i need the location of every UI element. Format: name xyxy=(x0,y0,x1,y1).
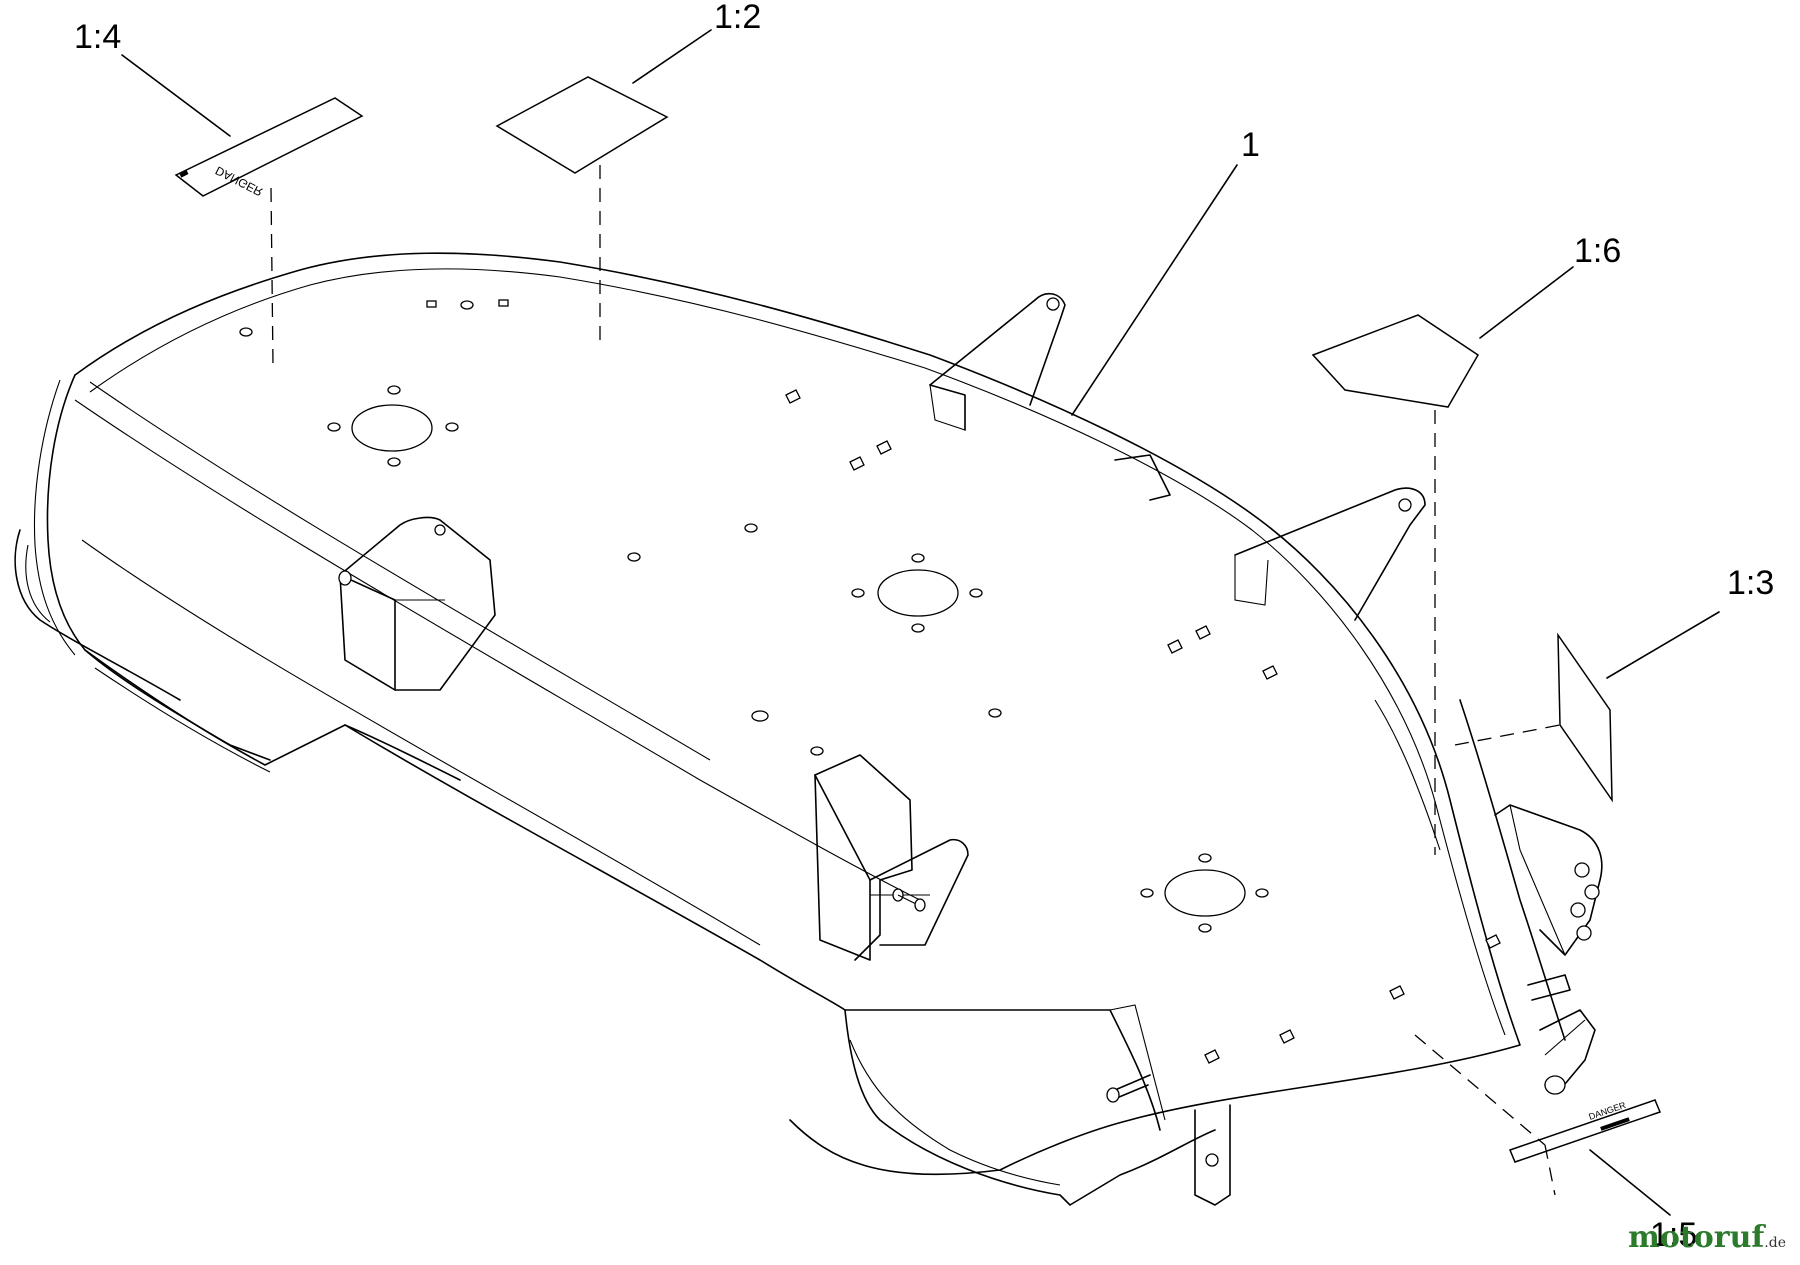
placement-lines xyxy=(270,165,1561,1196)
callout-1-4: 1:4 xyxy=(74,18,121,56)
callout-1-2: 1:2 xyxy=(714,0,761,36)
callout-1: 1 xyxy=(1241,126,1260,164)
decal-1-4: DANGER xyxy=(174,97,364,199)
decal-1-5: DANGER xyxy=(1509,1099,1661,1163)
deck-slots xyxy=(239,299,1501,1064)
mower-deck xyxy=(14,252,1603,1206)
leader-lines xyxy=(121,29,1720,1216)
callout-1-6: 1:6 xyxy=(1574,232,1621,270)
decal-1-2 xyxy=(495,76,669,174)
decal-1-3 xyxy=(1557,632,1613,803)
callout-1-3: 1:3 xyxy=(1727,564,1774,602)
watermark-text: motoruf xyxy=(1628,1220,1765,1255)
decal-1-6 xyxy=(1311,314,1480,408)
callout-1-5: 1:5 xyxy=(1650,1216,1697,1254)
watermark-suffix: .de xyxy=(1764,1235,1786,1251)
watermark-logo: motoruf.de xyxy=(1628,1220,1786,1255)
callout-labels: 1:4 1:2 1 1:6 1:3 1:5 xyxy=(74,0,1774,1254)
spindle-holes xyxy=(327,385,1269,933)
mounting-brackets xyxy=(338,292,1426,961)
